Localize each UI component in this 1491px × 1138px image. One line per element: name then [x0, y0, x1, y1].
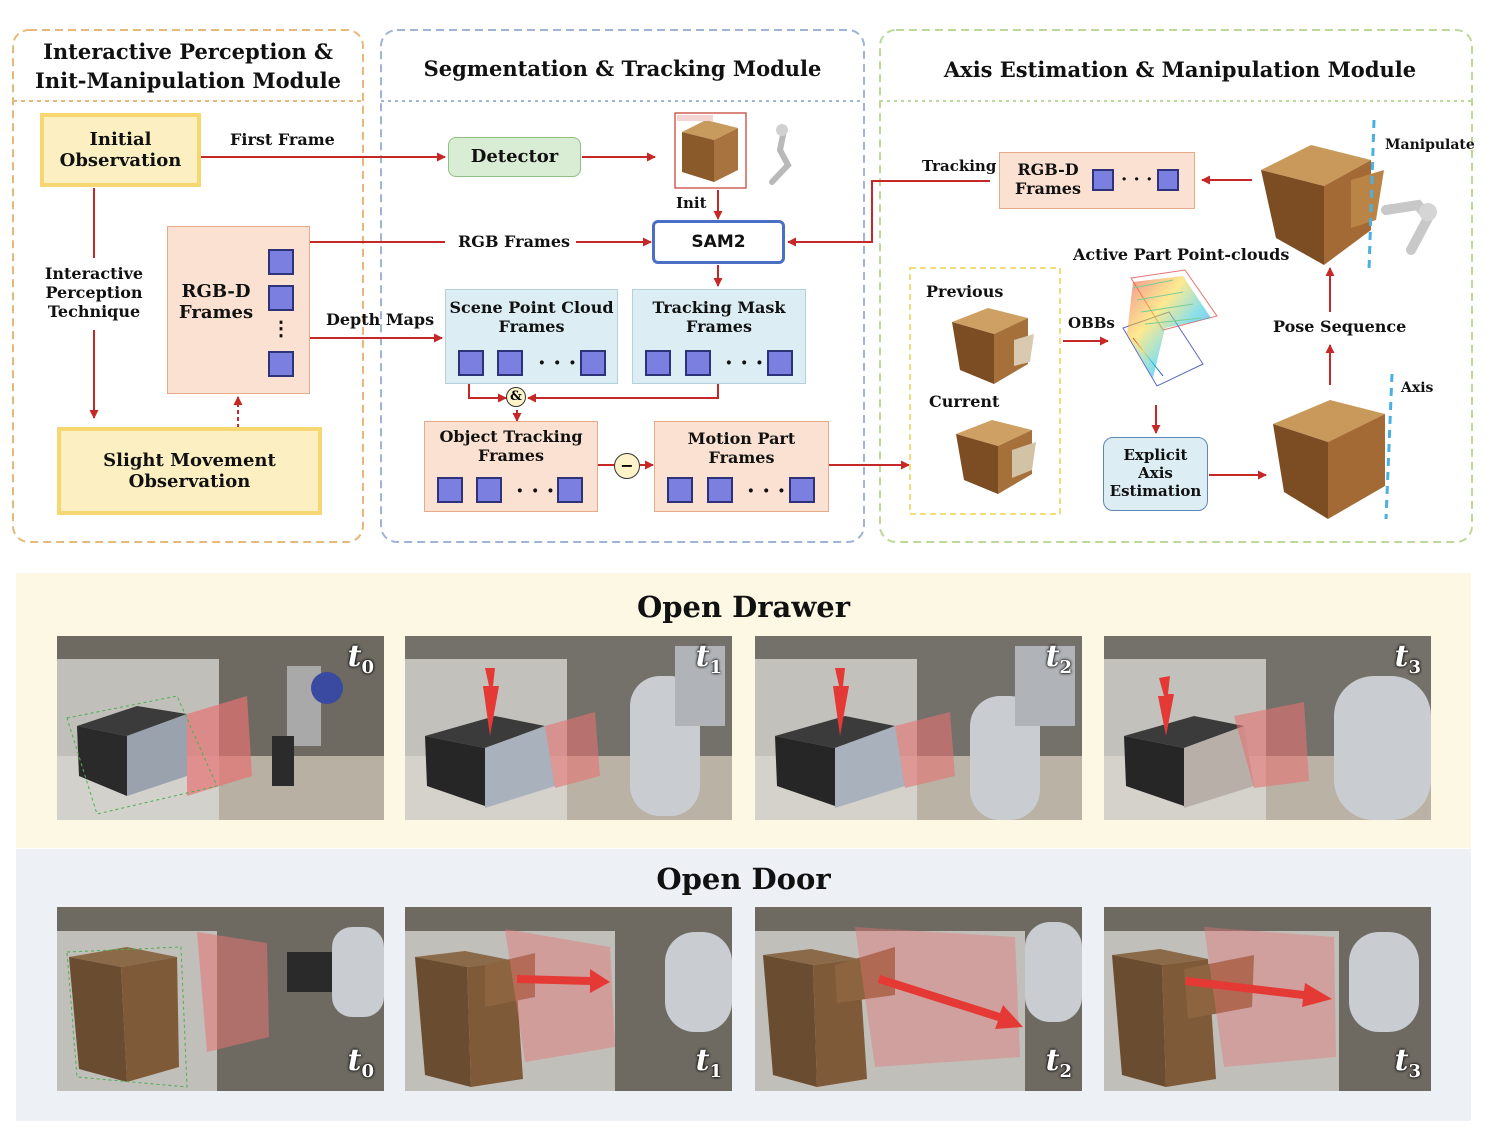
time-label: t0	[347, 1043, 374, 1083]
frame-square	[497, 350, 523, 376]
time-label: t2	[1045, 1043, 1072, 1083]
current-cabinet-image	[956, 420, 1036, 494]
axis-rgbd-frames-label: RGB-D Frames	[1015, 160, 1081, 198]
detector-box: Detector	[448, 137, 581, 177]
axis-label: Axis	[1401, 380, 1434, 396]
previous-label: Previous	[926, 282, 1004, 301]
door-frame-t1: t1	[405, 907, 732, 1091]
perception-module-title: Interactive Perception & Init-Manipulati…	[13, 37, 363, 95]
scene-point-cloud-box: Scene Point Cloud Frames · · ·	[445, 289, 618, 384]
frame-square	[476, 477, 502, 503]
slight-movement-box: Slight Movement Observation	[57, 427, 322, 515]
detection-thumbnail	[674, 112, 792, 189]
drawer-frame-t2: t2	[755, 636, 1082, 820]
frame-square	[268, 351, 294, 377]
module-frames	[12, 29, 1473, 543]
pose-sequence-label: Pose Sequence	[1273, 317, 1407, 336]
slight-movement-label: Slight Movement Observation	[103, 449, 276, 492]
door-frame-t0: t0	[57, 907, 384, 1091]
door-frame-t3: t3	[1104, 907, 1431, 1091]
perception-title-line2: Init-Manipulation Module	[35, 68, 341, 93]
door-frame-t2: t2	[755, 907, 1082, 1091]
rgb-frames-label: RGB Frames	[458, 232, 571, 251]
prev-current-frame	[909, 267, 1061, 515]
manipulate-label: Manipulate	[1385, 137, 1475, 153]
detector-label: Detector	[470, 146, 559, 168]
axis-cabinet-image	[1273, 374, 1394, 520]
ellipsis: · · ·	[725, 350, 764, 376]
object-tracking-box: Object Tracking Frames · · ·	[424, 421, 598, 512]
time-label: t1	[695, 1043, 722, 1083]
ellipsis: · · ·	[747, 478, 786, 504]
time-label: t0	[347, 639, 374, 679]
axis-module-title: Axis Estimation & Manipulation Module	[943, 57, 1417, 82]
drawer-frame-t1: t1	[405, 636, 732, 820]
first-frame-label: First Frame	[230, 130, 335, 149]
scene-point-cloud-label: Scene Point Cloud Frames	[449, 298, 614, 336]
ellipsis: · · ·	[516, 478, 555, 504]
frame-square	[645, 350, 671, 376]
tracking-mask-box: Tracking Mask Frames · · ·	[632, 289, 806, 384]
open-drawer-title: Open Drawer	[636, 590, 851, 624]
frame-square	[268, 285, 294, 311]
time-label: t3	[1394, 1043, 1421, 1083]
active-part-label: Active Part Point-clouds	[1073, 245, 1290, 264]
time-label: t3	[1394, 639, 1421, 679]
vertical-ellipsis: ⋮	[271, 316, 291, 340]
technique-label: Interactive Perception Technique	[44, 264, 144, 321]
initial-observation-label: Initial Observation	[59, 128, 182, 171]
minus-operator: −	[614, 453, 640, 479]
time-label: t2	[1045, 639, 1072, 679]
rgbd-frames-label: RGB-D Frames	[178, 281, 254, 324]
frame-square	[667, 477, 693, 503]
frame-square	[1157, 169, 1179, 191]
segmentation-module-title: Segmentation & Tracking Module	[423, 56, 822, 81]
frame-square	[789, 477, 815, 503]
sam2-box: SAM2	[652, 220, 785, 264]
frame-square	[767, 350, 793, 376]
frame-square	[707, 477, 733, 503]
depth-maps-label: Depth Maps	[326, 310, 435, 329]
object-tracking-label: Object Tracking Frames	[439, 427, 583, 465]
ellipsis: · · ·	[538, 350, 577, 376]
drawer-frame-t0: t0	[57, 636, 384, 820]
and-operator: &	[506, 387, 526, 407]
frame-square	[458, 350, 484, 376]
flow-arrows	[89, 152, 1335, 480]
init-label: Init	[676, 194, 707, 212]
axis-rgbd-frames-box: RGB-D Frames · · ·	[999, 152, 1195, 209]
drawer-frame-t3: t3	[1104, 636, 1431, 820]
frame-square	[268, 249, 294, 275]
explicit-axis-label: Explicit Axis Estimation	[1109, 446, 1202, 500]
axis-module-frame	[879, 29, 1473, 543]
tracking-mask-label: Tracking Mask Frames	[652, 298, 786, 336]
frame-square	[557, 477, 583, 503]
time-label: t1	[695, 639, 722, 679]
motion-part-label: Motion Part Frames	[687, 429, 796, 467]
tracking-label: Tracking	[922, 157, 997, 175]
initial-observation-box: Initial Observation	[40, 113, 201, 187]
segmentation-module-frame	[380, 29, 865, 543]
frame-square	[685, 350, 711, 376]
frame-square	[437, 477, 463, 503]
current-label: Current	[929, 392, 1000, 411]
manipulate-cabinet-image	[1261, 120, 1437, 270]
ellipsis: · · ·	[1121, 169, 1153, 190]
frame-square	[1092, 169, 1114, 191]
frame-square	[580, 350, 606, 376]
perception-module-frame	[12, 29, 364, 543]
previous-cabinet-image	[952, 308, 1034, 384]
sam2-label: SAM2	[691, 231, 746, 252]
explicit-axis-box: Explicit Axis Estimation	[1103, 437, 1208, 511]
motion-part-box: Motion Part Frames · · ·	[654, 421, 829, 512]
point-cloud-image	[1122, 269, 1218, 387]
perception-title-line1: Interactive Perception &	[43, 39, 333, 64]
rgbd-frames-box: RGB-D Frames ⋮	[167, 226, 310, 394]
obbs-label: OBBs	[1068, 314, 1115, 332]
open-door-title: Open Door	[656, 862, 831, 896]
